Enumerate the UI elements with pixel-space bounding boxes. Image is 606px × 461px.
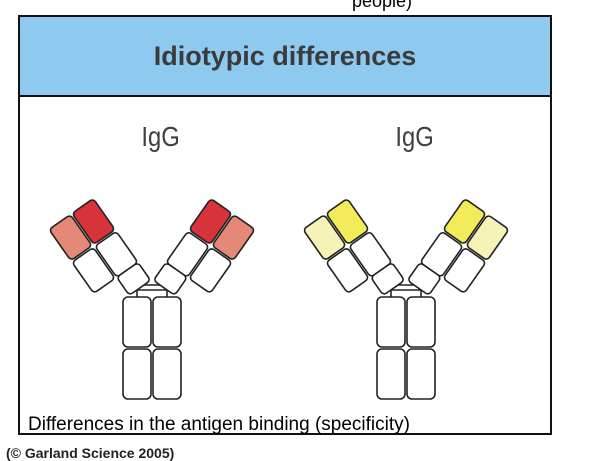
- diagram-caption: Differences in the antigen binding (spec…: [28, 414, 410, 435]
- light-constant-domain: [443, 248, 486, 293]
- heavy-constant-domain: [408, 263, 441, 295]
- heavy-constant-domain: [406, 296, 436, 348]
- light-variable-domain: [49, 215, 92, 260]
- heavy-variable-domain: [189, 199, 232, 244]
- light-variable-domain: [303, 215, 346, 260]
- antibody-right-diagram: [303, 199, 509, 400]
- heavy-constant-domain: [152, 296, 182, 348]
- banner-title: Idiotypic differences: [153, 40, 417, 71]
- light-variable-domain: [212, 215, 255, 260]
- heavy-variable-domain: [443, 199, 486, 244]
- heavy-constant-domain: [117, 263, 150, 295]
- light-constant-domain: [189, 248, 232, 293]
- image-credit: (© Garland Science 2005): [6, 445, 175, 461]
- light-variable-domain: [466, 215, 509, 260]
- heavy-constant-domain: [376, 296, 406, 348]
- heavy-constant-domain: [154, 263, 187, 295]
- heavy-constant-domain: [406, 348, 436, 400]
- heavy-constant-domain: [122, 348, 152, 400]
- title-banner: Idiotypic differences: [20, 17, 550, 97]
- heavy-constant-domain: [122, 296, 152, 348]
- heavy-variable-domain: [326, 199, 369, 244]
- antibody-label-left: IgG: [141, 121, 180, 152]
- heavy-constant-domain: [376, 348, 406, 400]
- header-fragment: people): [352, 0, 413, 11]
- antibody-label-right: IgG: [395, 121, 434, 152]
- diagram-frame: Idiotypic differences IgG IgG: [18, 15, 552, 435]
- antibody-left-diagram: [49, 199, 255, 400]
- light-constant-domain: [326, 248, 369, 293]
- light-constant-domain: [72, 248, 115, 293]
- heavy-constant-domain: [152, 348, 182, 400]
- heavy-constant-domain: [371, 263, 404, 295]
- heavy-variable-domain: [72, 199, 115, 244]
